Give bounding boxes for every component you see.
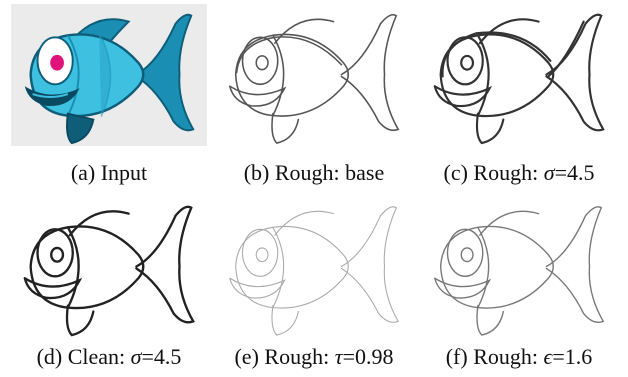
panel-b-rough-base-sketch	[215, 4, 413, 146]
fish-sketch-d	[23, 205, 195, 337]
caption-e-text: Rough:	[264, 344, 335, 369]
caption-b-text: Rough: base	[274, 160, 385, 185]
panel-d-clean-sketch	[10, 196, 208, 338]
caption-f-label: (f)	[445, 344, 468, 369]
caption-f-val: =1.6	[552, 344, 593, 369]
panel-c-rough-sigma-sketch	[420, 4, 618, 146]
caption-c: (c) Rough: σ=4.5	[414, 162, 624, 184]
caption-e-val: =0.98	[342, 344, 394, 369]
fish-sketch-c	[433, 13, 605, 145]
caption-f-var: ϵ	[543, 344, 553, 369]
caption-c-text: Rough:	[473, 160, 544, 185]
fish-sketch-b	[228, 13, 400, 144]
caption-c-val: =4.5	[554, 160, 595, 185]
caption-c-label: (c)	[443, 160, 468, 185]
panel-e-rough-tau-sketch	[215, 196, 413, 338]
caption-d-var: σ	[130, 344, 142, 369]
caption-d-val: =4.5	[141, 344, 182, 369]
caption-f: (f) Rough: ϵ=1.6	[414, 346, 624, 368]
caption-a-text: Input	[100, 160, 148, 185]
caption-a: (a) Input	[4, 162, 214, 184]
fish-color-illustration	[11, 4, 207, 146]
caption-e: (e) Rough: τ=0.98	[209, 346, 419, 368]
fish-sketch-f	[434, 206, 605, 336]
caption-a-label: (a)	[70, 160, 96, 185]
caption-c-var: σ	[543, 160, 555, 185]
panel-f-rough-epsilon-sketch	[420, 196, 618, 338]
fish-sketch-e	[229, 206, 399, 336]
caption-b-label: (b)	[243, 160, 270, 185]
caption-f-text: Rough:	[473, 344, 544, 369]
caption-d-text: Clean:	[67, 344, 131, 369]
caption-d-label: (d)	[36, 344, 63, 369]
caption-b: (b) Rough: base	[209, 162, 419, 184]
panel-a-input-image	[10, 4, 208, 146]
caption-e-label: (e)	[234, 344, 259, 369]
caption-d: (d) Clean: σ=4.5	[4, 346, 214, 368]
caption-e-var: τ	[334, 344, 343, 369]
